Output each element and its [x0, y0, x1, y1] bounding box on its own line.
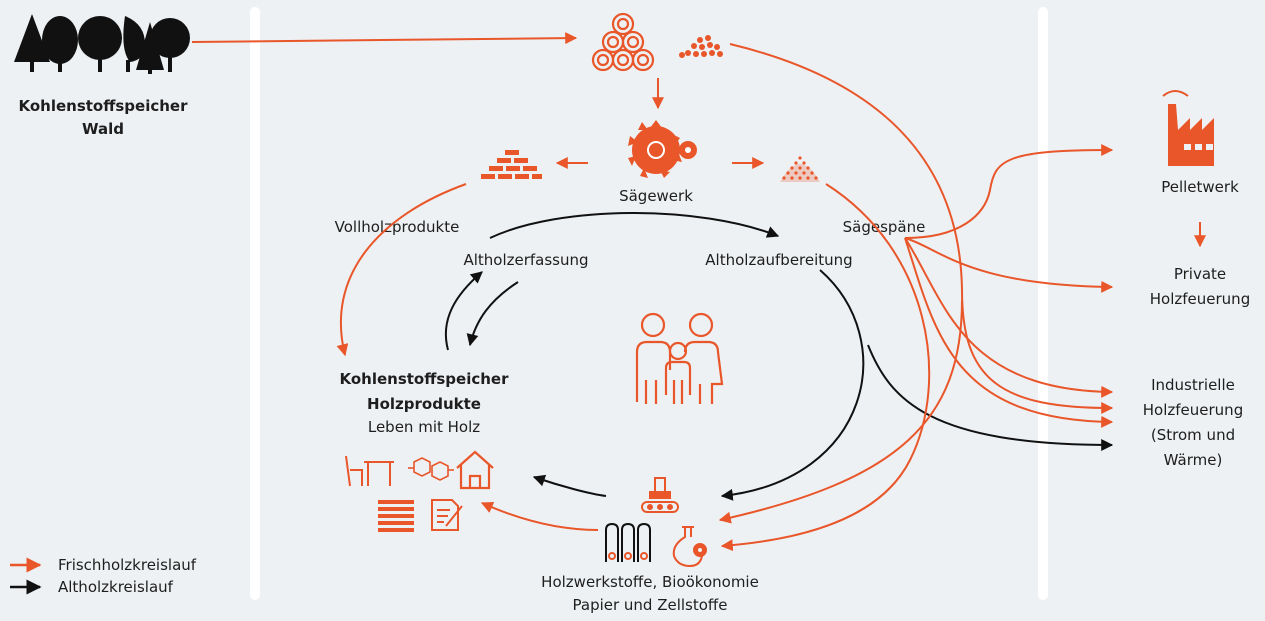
arrow-forest-to-logs	[191, 32, 578, 45]
products-store-title-1: Kohlenstoffspeicher	[339, 370, 509, 388]
arrow-processing-to-industrial	[867, 344, 1114, 451]
house-icon	[456, 450, 494, 490]
industrial-firing-label-3: (Strom und	[1151, 426, 1235, 444]
arrow-chips-to-materials	[718, 299, 963, 524]
private-firing-label-1: Private	[1174, 265, 1226, 283]
old-wood-collection-label: Altholzerfassung	[463, 251, 588, 269]
solid-wood-label: Vollholzprodukte	[335, 218, 460, 236]
flask-gear-icon	[672, 526, 707, 568]
pellet-plant-label: Pelletwerk	[1161, 178, 1239, 196]
document-icon	[431, 499, 463, 531]
industrial-firing-label-4: Wärme)	[1164, 451, 1223, 469]
private-firing-label-2: Holzfeuerung	[1150, 290, 1250, 308]
forest-icon	[14, 14, 190, 74]
legend: Frischholzkreislauf Altholzkreislauf	[10, 556, 197, 596]
products-store-title-2: Holzprodukte	[367, 395, 481, 413]
factory-icon	[1162, 90, 1214, 166]
forest-title-1: Kohlenstoffspeicher	[18, 97, 188, 115]
arrow-collection-to-products	[466, 281, 519, 347]
materials-label-2: Papier und Zellstoffe	[573, 596, 728, 614]
arrow-sawdust-to-private	[904, 237, 1114, 293]
family-icon	[635, 312, 724, 404]
saw-blade-icon	[628, 120, 697, 178]
industrial-firing-label-1: Industrielle	[1151, 376, 1235, 394]
paper-rolls-icon	[605, 522, 651, 562]
products-store-subtitle: Leben mit Holz	[368, 418, 480, 436]
old-wood-processing-label: Altholzaufbereitung	[705, 251, 852, 269]
sawdust-label: Sägespäne	[843, 218, 926, 236]
arrow-sawdust-to-materials	[720, 183, 931, 552]
materials-label-1: Holzwerkstoffe, Bioökonomie	[541, 573, 759, 591]
arrow-collection-to-processing	[489, 212, 780, 239]
arrow-sawdust-to-pellet	[904, 144, 1114, 239]
legend-old-label: Altholzkreislauf	[58, 578, 174, 596]
arrow-materials-fresh-to-products	[480, 501, 599, 531]
pallet-icon	[378, 500, 414, 532]
arrow-materials-to-products	[532, 474, 607, 497]
sawmill-label: Sägewerk	[619, 187, 693, 205]
arrow-chips-to-industrial	[729, 43, 1114, 414]
press-machine-icon	[641, 477, 679, 513]
bricks-icon	[481, 150, 542, 179]
arrow-solidwood-to-products	[336, 183, 467, 357]
logs-icon	[591, 12, 655, 72]
forest-title-2: Wald	[82, 120, 124, 138]
arrow-products-to-collection	[444, 271, 483, 351]
arrow-sawdust-to-industrial-1	[904, 237, 1114, 398]
legend-fresh-label: Frischholzkreislauf	[58, 556, 197, 574]
arrow-sawdust-to-industrial-2	[904, 237, 1114, 428]
industrial-firing-label-2: Holzfeuerung	[1143, 401, 1243, 419]
furniture-icon	[345, 455, 394, 487]
sawdust-pile-icon	[780, 156, 820, 182]
molecule-icon	[408, 457, 454, 481]
arrow-processing-to-materials	[720, 269, 865, 501]
wood-chips-icon	[679, 35, 723, 58]
